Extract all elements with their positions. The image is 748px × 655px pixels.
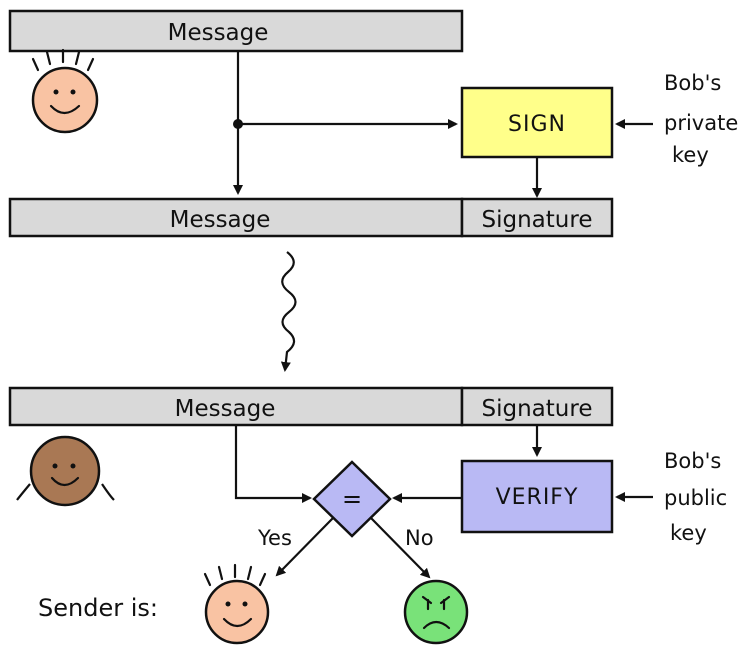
- sign-box: SIGN: [460, 86, 614, 159]
- signed-message-label: Message: [170, 207, 271, 233]
- verify-label: VERIFY: [496, 485, 579, 510]
- equals-symbol: =: [342, 485, 362, 513]
- signed-message-bar: Message Signature: [8, 197, 614, 238]
- compare-diamond: =: [312, 460, 392, 538]
- received-signature-label: Signature: [482, 396, 593, 422]
- private-key-line2: private: [664, 111, 738, 135]
- private-key-line1: Bob's: [664, 71, 721, 95]
- sender-is-label: Sender is:: [38, 594, 158, 622]
- public-key-label: Bob's public key: [664, 449, 727, 545]
- private-key-label: Bob's private key: [664, 71, 738, 167]
- private-key-line3: key: [672, 143, 709, 167]
- no-label: No: [405, 526, 434, 550]
- yes-label: Yes: [257, 526, 292, 550]
- signed-signature-label: Signature: [482, 207, 593, 233]
- transmission-squiggle-arrow: [280, 251, 297, 372]
- sign-label: SIGN: [508, 112, 566, 137]
- verification-flow-arrows: [234, 425, 542, 503]
- verify-box: VERIFY: [460, 459, 614, 534]
- received-message-bar: Message Signature: [8, 386, 614, 427]
- public-key-line1: Bob's: [664, 449, 721, 473]
- original-message-label: Message: [168, 20, 269, 46]
- received-message-label: Message: [175, 396, 276, 422]
- valid-sender-happy-face-icon: [203, 563, 270, 645]
- result-branch-arrows: [275, 517, 431, 579]
- invalid-sender-angry-face-icon: [403, 579, 469, 645]
- receiver-face-icon: [16, 435, 115, 507]
- public-key-line2: public: [664, 486, 727, 510]
- bob-sender-face-icon: [31, 48, 99, 134]
- junction-dot: [233, 119, 243, 129]
- public-key-line3: key: [670, 521, 707, 545]
- original-message-bar: Message: [8, 9, 464, 53]
